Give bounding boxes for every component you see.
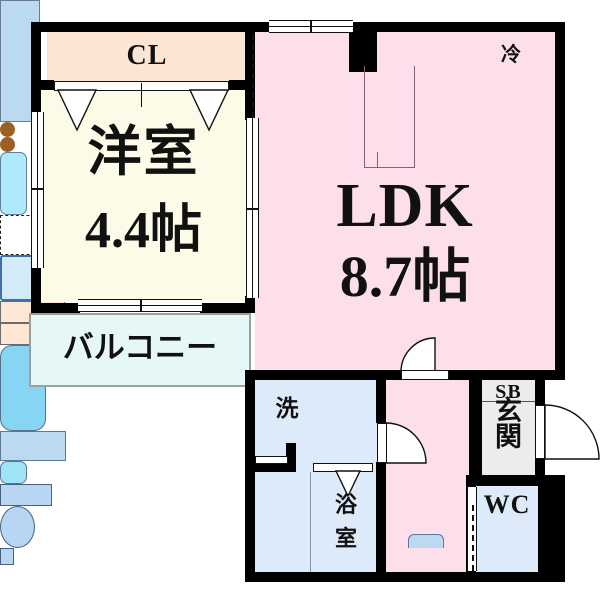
partition-dashed-bedroom bbox=[252, 34, 254, 118]
closet-label: CL bbox=[126, 40, 168, 71]
window-ldk-top-rail bbox=[269, 26, 353, 28]
closet-door-center-mark bbox=[141, 83, 143, 107]
shoe-box-unit bbox=[482, 380, 535, 402]
wall-bath-hall bbox=[376, 462, 386, 572]
bathroom-label-2: 室 bbox=[334, 526, 357, 551]
wall-bedroom-ldk bbox=[245, 22, 255, 120]
ldk-name: LDK bbox=[336, 172, 474, 240]
wall-bedroom-bottom-left bbox=[31, 303, 80, 313]
front-door-arc[interactable] bbox=[544, 404, 600, 461]
wall-bedroom-bottom-right bbox=[200, 303, 255, 313]
wall-right-lower bbox=[538, 475, 565, 582]
window-bedroom-balcony-rail bbox=[78, 305, 202, 307]
door-washroom-slab[interactable] bbox=[377, 423, 387, 463]
wall-washroom-partition bbox=[286, 443, 296, 472]
toilet-door-track bbox=[472, 505, 474, 571]
room-balcony bbox=[29, 313, 251, 387]
entrance-label: 玄関 bbox=[482, 396, 535, 452]
wall-closet-bottom-right bbox=[229, 80, 247, 90]
sliding-door-bedroom-ldk-rail bbox=[252, 118, 254, 298]
western-room-name: 洋室 bbox=[87, 122, 200, 182]
wall-right-genkan-top bbox=[535, 370, 565, 380]
wall-ldk-bottom-left bbox=[245, 370, 401, 380]
room-ldk bbox=[255, 31, 555, 380]
toilet-tank-icon bbox=[0, 484, 52, 506]
kitchen-counter-outline bbox=[364, 66, 415, 168]
entrance-label-text: 玄関 bbox=[495, 396, 522, 452]
room-bathroom bbox=[255, 470, 383, 572]
door-ldk-hallway-arc[interactable] bbox=[400, 337, 451, 373]
wall-top-ldk-left bbox=[255, 22, 273, 32]
wall-right-outer bbox=[555, 22, 565, 380]
door-washroom-arc[interactable] bbox=[385, 422, 428, 465]
room-closet bbox=[47, 31, 247, 85]
wall-genkan-right-bottom bbox=[535, 458, 545, 478]
wall-ldk-bottom-right bbox=[449, 370, 565, 380]
room-toilet bbox=[476, 486, 538, 572]
shoe-box-label: SB bbox=[495, 381, 522, 403]
closet-fold-arrows bbox=[56, 89, 230, 132]
wall-left-outer-bottom bbox=[31, 265, 41, 313]
wall-hall-entrance bbox=[469, 380, 482, 475]
wall-washroom-hall bbox=[376, 380, 386, 423]
wall-closet-bottom-left bbox=[41, 80, 54, 90]
washroom-inner-door[interactable] bbox=[255, 456, 288, 464]
western-room-size: 4.4帖 bbox=[84, 202, 202, 259]
wash-basin-bowl bbox=[0, 461, 27, 484]
refrigerator-label: 冷 bbox=[501, 44, 521, 66]
stove-burner-back-icon bbox=[0, 137, 15, 152]
wall-bottom-outer bbox=[245, 572, 565, 582]
wall-entrance-wc bbox=[466, 475, 565, 486]
toilet-lever-icon bbox=[0, 548, 14, 565]
door-ldk-hallway-slab[interactable] bbox=[401, 370, 449, 380]
wall-top-ldk-right bbox=[349, 22, 565, 32]
kitchen-sink-icon bbox=[0, 152, 27, 215]
stove-burner-front-icon bbox=[0, 122, 15, 137]
ldk-size: 8.7帖 bbox=[339, 244, 471, 309]
balcony-label: バルコニー bbox=[62, 330, 218, 365]
bathroom-floor-divider bbox=[310, 472, 312, 572]
wash-basin-riser bbox=[408, 534, 444, 548]
door-bathroom-fold[interactable] bbox=[334, 470, 362, 498]
room-washroom bbox=[255, 380, 383, 470]
wall-genkan-right-top bbox=[535, 380, 545, 405]
front-door-slab[interactable] bbox=[535, 405, 545, 459]
washing-machine-label: 洗 bbox=[275, 396, 299, 421]
wall-washroom-bathroom bbox=[245, 462, 286, 472]
toilet-label: WC bbox=[483, 490, 531, 519]
wall-top-left bbox=[31, 22, 255, 32]
window-bedroom-left-rail bbox=[37, 112, 39, 268]
wall-water-left bbox=[245, 370, 255, 582]
wall-bedroom-ldk-lower bbox=[245, 296, 255, 313]
wall-left-outer-top bbox=[31, 22, 41, 114]
wall-kitchen-nook bbox=[349, 22, 377, 72]
bathroom-label: 浴 bbox=[334, 492, 357, 517]
toilet-bowl-icon bbox=[0, 506, 35, 548]
wash-basin-icon bbox=[0, 431, 66, 461]
